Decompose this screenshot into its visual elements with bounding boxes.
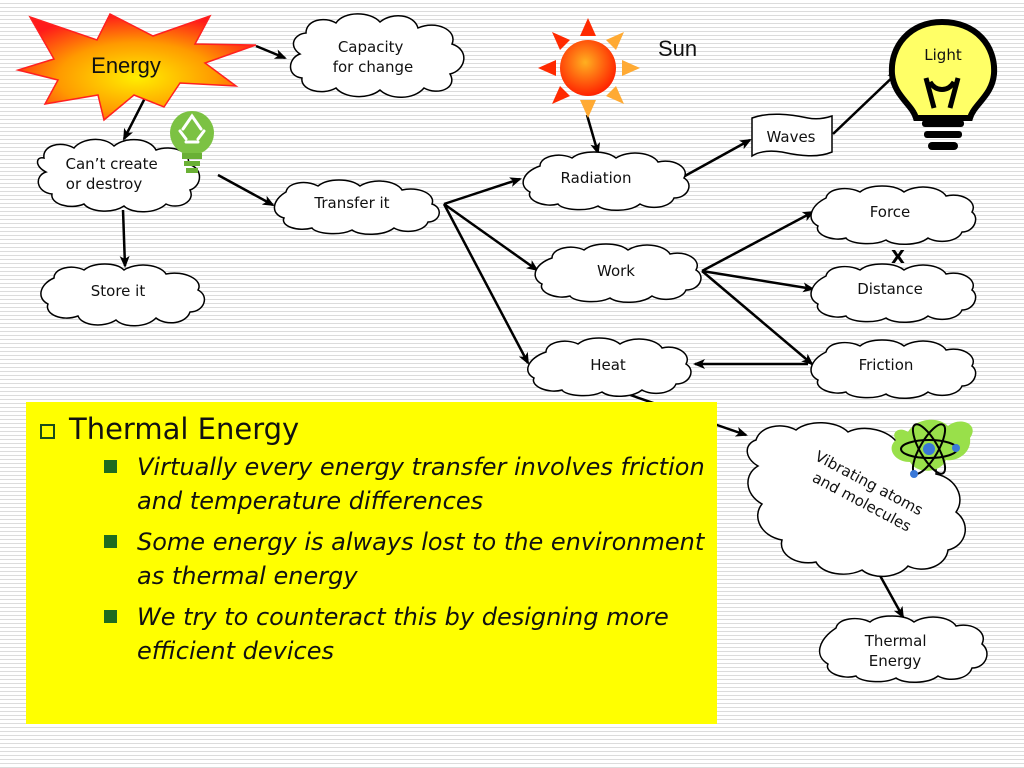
bullet-text: Some energy is always lost to the enviro… [137,528,705,590]
heading-row: Thermal Energy [36,410,705,448]
cloud-distance: Distance [810,263,977,323]
list-item: We try to counteract this by designing m… [104,600,705,668]
bullet-text: Virtually every energy transfer involves… [137,453,705,515]
cloud-work: Work [534,243,702,303]
arrow-cantcreate-store [119,209,130,268]
arrow-work-friction [701,270,814,366]
svg-text:Capacity for change: Capacity for change [333,38,414,76]
hollow-square-bullet-icon [40,424,55,439]
multiply-symbol: X [891,247,905,268]
connector-arrows [119,44,905,619]
arrow-radiation-waves [682,138,752,179]
cloud-cant-create: Can’t create or destroy [36,138,201,213]
cloud-friction: Friction [810,339,977,399]
textbox-heading: Thermal Energy [69,412,300,446]
cloud-heat: Heat [527,337,692,397]
friction-label: Friction [859,356,914,374]
waves-banner: Waves [751,113,833,158]
cloud-radiation: Radiation [522,151,690,211]
square-bullet-icon [104,610,117,623]
arrow-energy-cantcreate [122,95,148,141]
radiation-label: Radiation [561,169,632,187]
capacity-line-2: for change [333,58,414,76]
cloud-store-it: Store it [40,263,206,327]
heat-label: Heat [590,356,626,374]
store-it-label: Store it [91,282,146,300]
square-bullet-icon [104,460,117,473]
waves-label: Waves [767,128,816,146]
list-item: Some energy is always lost to the enviro… [104,525,705,593]
distance-label: Distance [857,280,923,298]
energy-label: Energy [91,53,161,78]
list-item: Virtually every energy transfer involves… [104,450,705,518]
svg-text:Can’t create or destroy: Can’t create or destroy [66,155,163,193]
square-bullet-icon [104,535,117,548]
arrow-work-distance [701,269,815,293]
force-label: Force [870,203,911,221]
thermal-line-1: Thermal [864,632,927,650]
capacity-line-1: Capacity [338,38,404,56]
arrow-transfer-heat [442,203,530,365]
arrow-transfer-radiation [443,177,522,206]
light-label: Light [924,46,962,64]
cant-create-line-1: Can’t create [66,155,158,173]
work-label: Work [597,262,635,280]
atom-icon [891,419,973,478]
sun-icon [538,18,640,118]
transfer-it-label: Transfer it [313,194,389,212]
cant-create-line-2: or destroy [66,175,143,193]
cloud-force: Force [810,185,977,245]
sun-label: Sun [658,36,697,61]
energy-starburst: Energy [15,12,257,122]
arrow-work-force [701,210,815,273]
thermal-energy-textbox: Thermal Energy Virtually every energy tr… [26,402,717,724]
arrow-waves-light [832,70,900,135]
bullet-text: We try to counteract this by designing m… [137,603,669,665]
svg-text:Thermal Energy: Thermal Energy [864,632,932,670]
arrow-energy-capacity [255,44,287,60]
arrow-sun-radiation [585,114,601,155]
light-bulb-icon: Light [888,18,998,150]
cloud-transfer-it: Transfer it [273,179,440,235]
recycle-bulb-icon [170,111,214,173]
arrow-transfer-work [443,202,539,272]
arrow-cantcreate-transfer [217,173,275,207]
bullet-list: Virtually every energy transfer involves… [36,450,705,668]
cloud-capacity: Capacity for change [289,13,465,98]
thermal-line-2: Energy [869,652,922,670]
cloud-thermal-energy: Thermal Energy [818,615,988,683]
